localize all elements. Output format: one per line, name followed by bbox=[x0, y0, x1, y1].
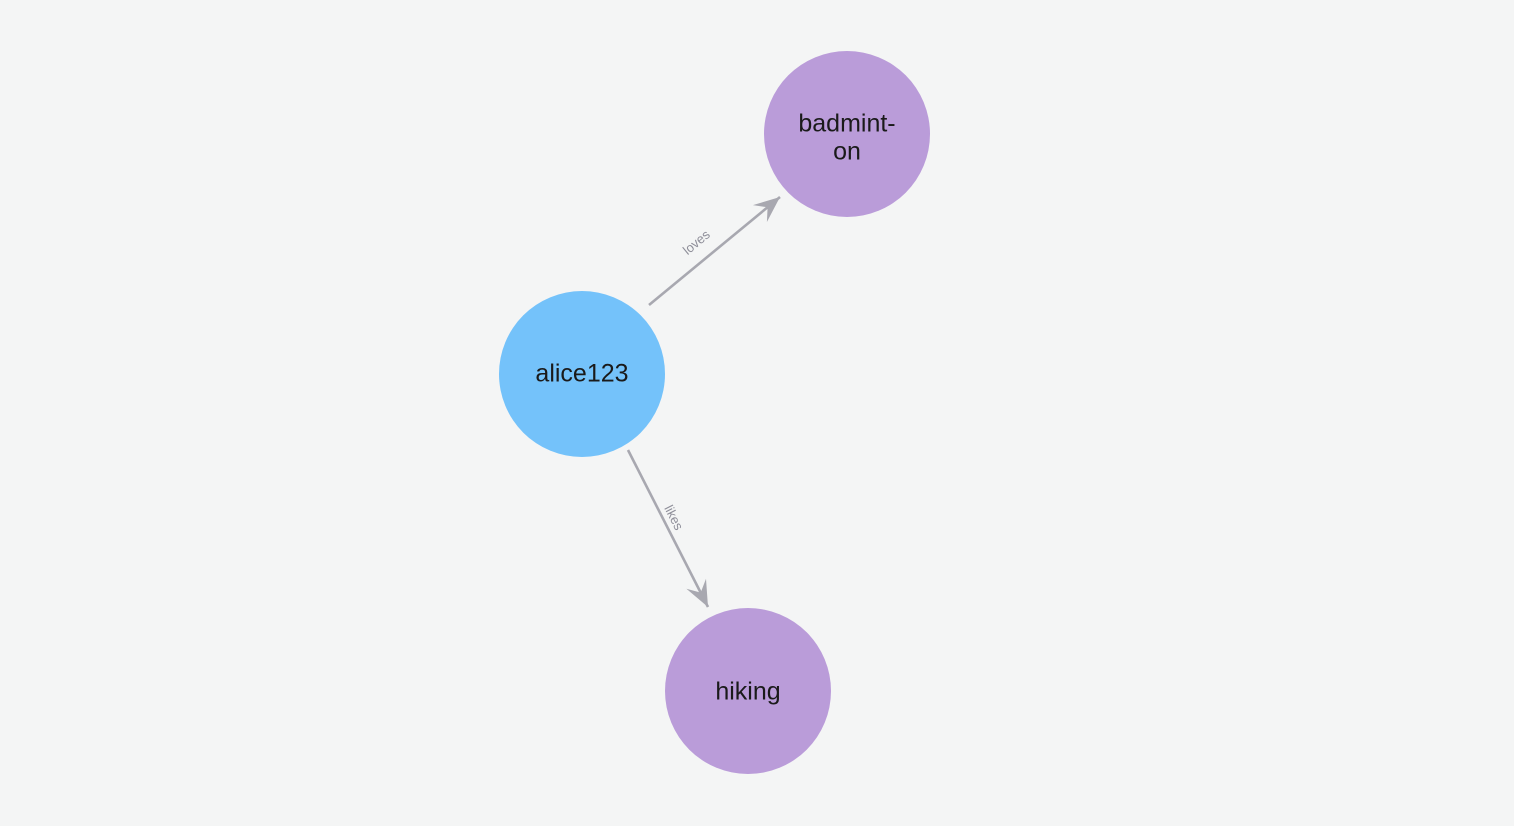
node-circle-alice123[interactable] bbox=[499, 291, 665, 457]
edge-line[interactable] bbox=[648, 195, 781, 307]
edge-label-loves: loves bbox=[680, 226, 713, 257]
edge-label-likes: likes bbox=[661, 503, 686, 533]
edge-alice123-likes-hiking[interactable] bbox=[626, 449, 710, 608]
edge-line[interactable] bbox=[626, 449, 710, 608]
node-alice123[interactable]: alice123 bbox=[499, 291, 665, 457]
node-badminton[interactable]: badmint- on bbox=[764, 51, 930, 217]
edge-alice123-loves-badminton[interactable] bbox=[648, 195, 781, 307]
node-hiking[interactable]: hiking bbox=[665, 608, 831, 774]
node-layer: alice123 badmint- on hiking bbox=[499, 51, 930, 774]
node-circle-hiking[interactable] bbox=[665, 608, 831, 774]
edge-arrowhead bbox=[686, 578, 708, 607]
edge-layer bbox=[626, 195, 781, 608]
edge-arrowhead bbox=[752, 197, 780, 222]
node-circle-badminton[interactable] bbox=[764, 51, 930, 217]
